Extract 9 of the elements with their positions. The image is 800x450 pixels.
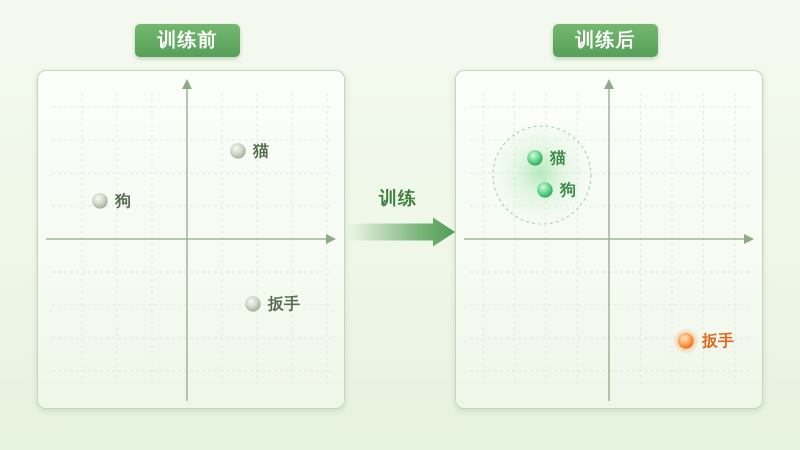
- point-label: 扳手: [268, 295, 300, 313]
- title-badge: 训练前: [135, 24, 240, 57]
- point-label: 猫: [253, 142, 269, 160]
- point-label: 扳手: [702, 332, 734, 350]
- point-label: 猫: [550, 149, 566, 167]
- point-label: 狗: [115, 192, 131, 210]
- title-badge: 训练后: [553, 24, 658, 57]
- point-label: 狗: [560, 181, 576, 199]
- edge-label: 训练: [379, 189, 417, 209]
